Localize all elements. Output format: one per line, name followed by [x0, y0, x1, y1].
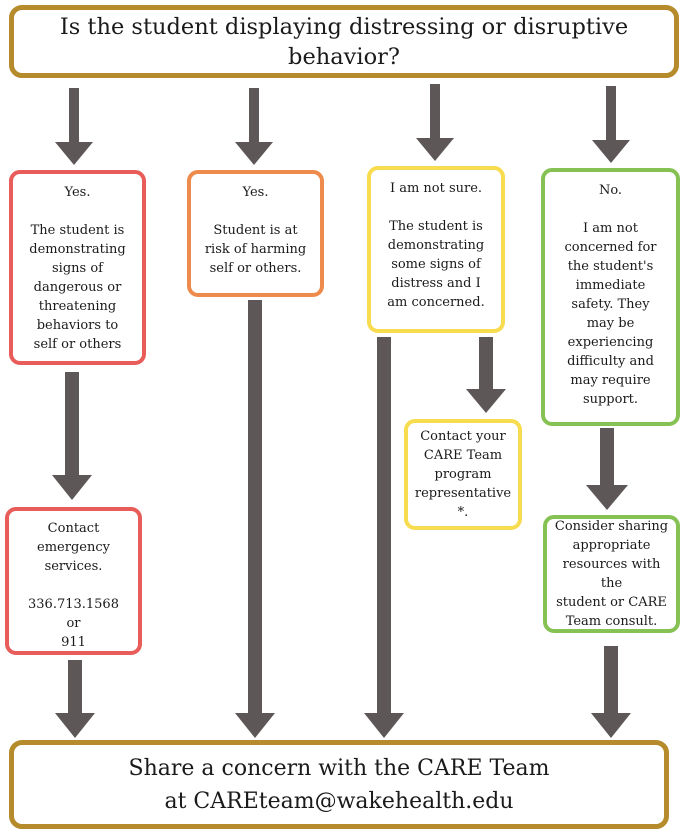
not-sure-description: The student is demonstrating some signs … [387, 219, 485, 310]
emergency-text: Contact emergency services. [37, 521, 110, 574]
not-sure-box: I am not sure. The student is demonstrat… [367, 166, 505, 333]
arrow-to-emergency [52, 372, 92, 500]
consider-sharing-box: Consider sharing appropriate resources w… [543, 515, 680, 633]
arrow-to-not-sure [416, 84, 454, 161]
question-box: Is the student displaying distressing or… [9, 5, 679, 78]
arrow-to-program-rep [466, 337, 506, 413]
arrow-emergency-to-share [55, 660, 95, 738]
no-description: I am not concerned for the student's imm… [564, 221, 657, 407]
arrow-not-sure-to-share [364, 337, 404, 738]
emergency-911: 911 [61, 635, 86, 650]
emergency-box: Contact emergency services. 336.713.1568… [5, 507, 142, 655]
not-sure-answer: I am not sure. [389, 181, 483, 196]
consider-sharing-text: Consider sharing appropriate resources w… [554, 519, 669, 629]
no-answer: No. [598, 183, 623, 198]
yes-danger-box: Yes. The student is demonstrating signs … [9, 170, 146, 365]
share-concern-box: Share a concern with the CARE Team at CA… [9, 740, 669, 829]
question-text: Is the student displaying distressing or… [59, 13, 629, 70]
yes-harm-box: Yes. Student is at risk of harming self … [187, 170, 324, 297]
arrow-to-yes-danger [55, 88, 93, 165]
arrow-consider-to-share [591, 646, 631, 738]
arrow-to-no [592, 86, 630, 163]
arrow-harm-to-share [235, 300, 275, 738]
emergency-or: or [66, 616, 81, 631]
yes-danger-description: The student is demonstrating signs of da… [29, 223, 126, 352]
yes-harm-answer: Yes. [242, 185, 269, 200]
share-line-1: Share a concern with the CARE Team [128, 755, 550, 781]
arrow-to-consider-sharing [586, 428, 628, 510]
arrow-to-yes-harm [235, 88, 273, 165]
program-rep-box: Contact your CARE Team program represent… [404, 419, 522, 530]
yes-harm-description: Student is at risk of harming self or ot… [204, 223, 307, 276]
no-box: No. I am not concerned for the student's… [541, 168, 680, 426]
emergency-phone: 336.713.1568 [28, 597, 119, 612]
share-line-2: at CAREteam@wakehealth.edu [164, 788, 514, 814]
yes-danger-answer: Yes. [64, 185, 91, 200]
program-rep-text: Contact your CARE Team program represent… [414, 429, 512, 520]
